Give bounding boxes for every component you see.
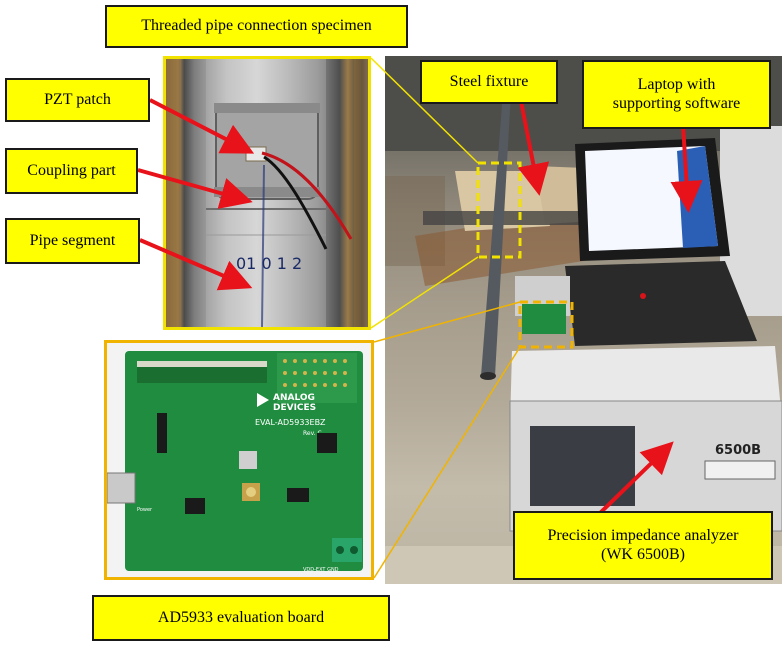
board-leader-top [373,301,521,343]
board-leader-bottom [373,346,521,579]
board-rev-text: Rev. C [303,430,322,437]
label-specimen: Threaded pipe connection specimen [105,5,408,48]
arrow-laptop [670,124,703,213]
board-brand-line2: DEVICES [273,403,316,413]
laptop-keyboard [565,261,757,346]
arrow-analyzer [596,441,674,517]
board-drawing: ANALOG DEVICES EVAL-AD5933EBZ Rev. C Pow… [107,351,363,573]
arrow-pzt [149,98,255,154]
analyzer-screen [530,426,635,506]
specimen-dashed-box [476,161,522,259]
label-board: AD5933 evaluation board [92,595,390,641]
board-in-setup [522,304,566,334]
label-steel-fixture: Steel fixture [420,60,558,104]
pzt-wire-black [263,155,328,250]
board-vdd-text: VDD-EXT GND [303,567,339,573]
pipe-marks-text: 01 0 1 2 [236,254,302,273]
specimen-leader-top [370,57,479,164]
arrow-pipe-segment [139,238,253,291]
analyzer-model-text: 6500B [715,443,761,458]
specimen-leader-bottom [370,256,479,329]
arrow-fixture [517,95,550,196]
arrow-coupling [137,168,253,209]
steel-pipe [481,92,511,376]
board-brand-line1: ANALOG [273,393,315,403]
board-part-text: EVAL-AD5933EBZ [255,418,326,427]
board-dashed-box [518,300,574,349]
power-jack [107,472,136,504]
pzt-wire-red [261,151,353,240]
board-power-text: Power [137,507,153,513]
label-coupling-part: Coupling part [5,148,138,194]
label-analyzer: Precision impedance analyzer (WK 6500B) [513,511,773,580]
label-pipe-segment: Pipe segment [5,218,140,264]
label-laptop: Laptop with supporting software [582,60,771,129]
label-pzt-patch: PZT patch [5,78,150,122]
board-photo: ANALOG DEVICES EVAL-AD5933EBZ Rev. C Pow… [104,340,374,580]
